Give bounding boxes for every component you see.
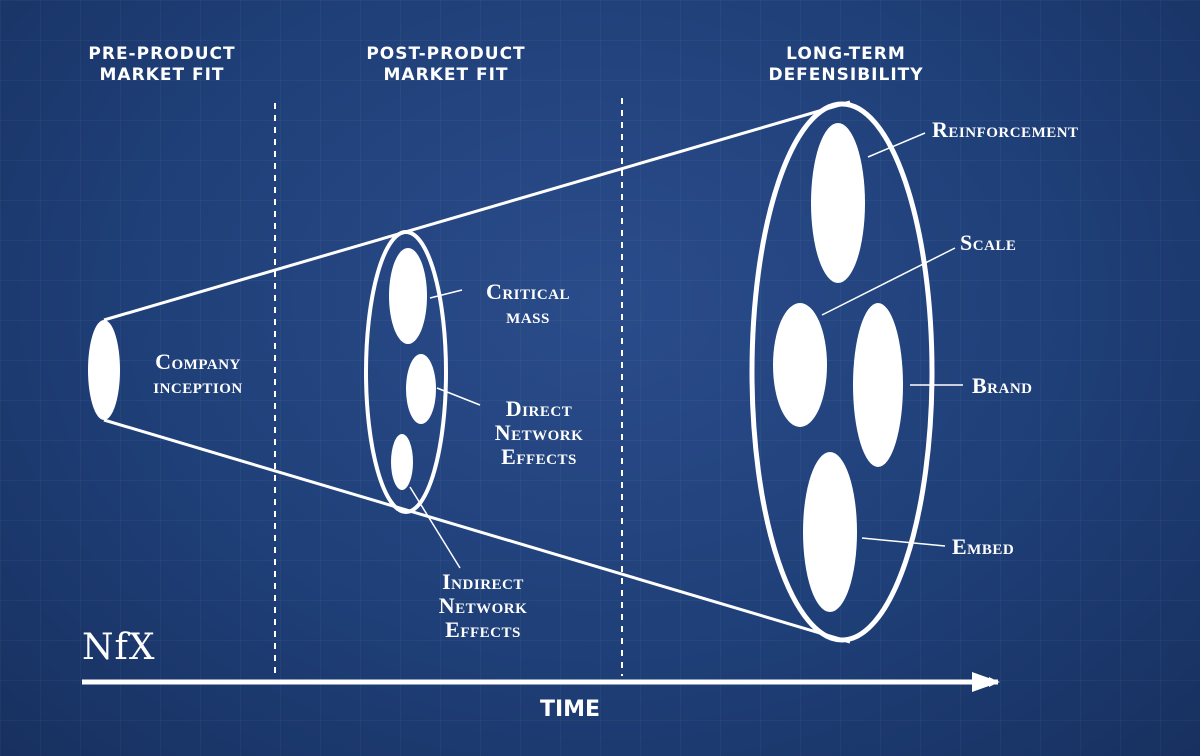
inception-ellipse bbox=[88, 320, 120, 420]
phase-heading-post-pmf: POST-PRODUCT MARKET FIT bbox=[366, 44, 526, 85]
critical-mass-ellipse bbox=[389, 248, 427, 344]
phase-heading-pre-pmf: PRE-PRODUCT MARKET FIT bbox=[88, 44, 236, 85]
label-brand: Brand bbox=[972, 373, 1033, 398]
critical-mass-leader bbox=[429, 289, 463, 299]
time-axis-label: TIME bbox=[539, 697, 601, 722]
label-company-inception: Company inception bbox=[153, 349, 243, 398]
phase-heading-long-term: LONG-TERM DEFENSIBILITY bbox=[768, 44, 924, 85]
label-reinforcement: Reinforcement bbox=[932, 117, 1079, 142]
indirect-network-effects-leader bbox=[409, 486, 461, 569]
nfx-logo: NfX bbox=[82, 627, 156, 668]
label-scale: Scale bbox=[960, 230, 1017, 255]
indirect-network-effects-ellipse bbox=[391, 434, 413, 490]
scale-leader bbox=[821, 247, 956, 316]
reinforcement-leader bbox=[867, 132, 926, 158]
post-pmf-ring bbox=[364, 230, 448, 514]
reinforcement-ellipse bbox=[811, 123, 865, 283]
label-embed: Embed bbox=[952, 534, 1015, 559]
label-critical-mass: Critical mass bbox=[485, 279, 571, 328]
brand-ellipse bbox=[853, 303, 903, 467]
direct-network-effects-ellipse bbox=[406, 354, 436, 424]
embed-ellipse bbox=[803, 452, 857, 612]
direct-network-effects-leader bbox=[436, 387, 481, 406]
funnel-top-edge bbox=[103, 100, 851, 322]
long-term-ring bbox=[749, 101, 935, 643]
funnel-bottom-edge bbox=[103, 418, 851, 644]
scale-ellipse bbox=[773, 303, 827, 427]
embed-leader bbox=[861, 537, 946, 547]
time-axis-arrowhead bbox=[972, 672, 1000, 692]
label-indirect-network-effects: Indirect Network Effects bbox=[438, 569, 528, 642]
label-direct-network-effects: Direct Network Effects bbox=[494, 396, 584, 469]
